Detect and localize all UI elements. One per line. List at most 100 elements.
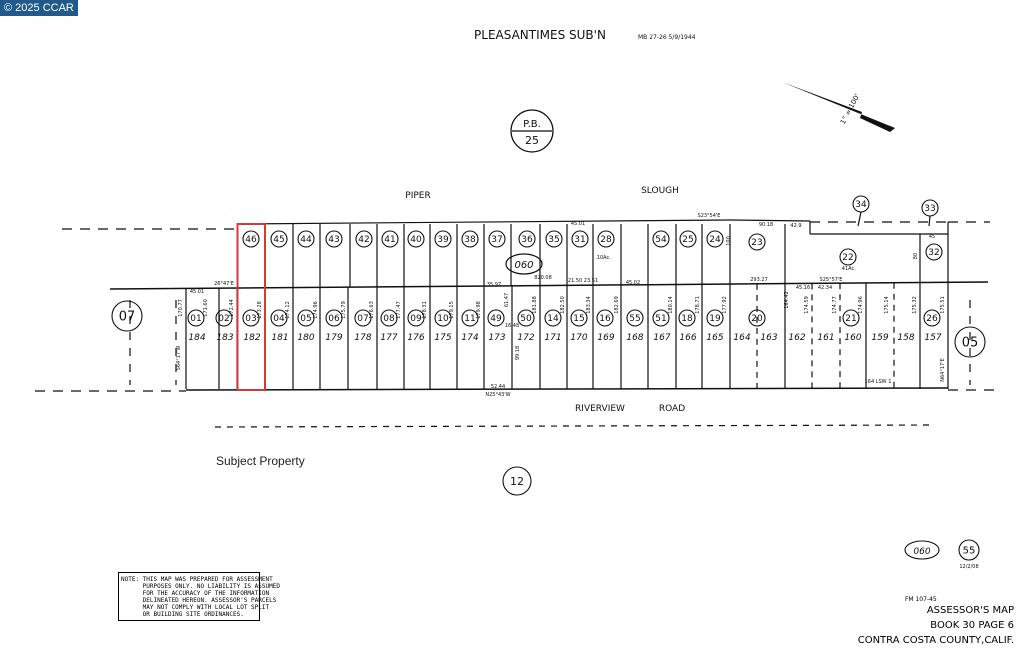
dimension-label: 176.63 xyxy=(369,301,375,319)
dimension-label: 180.14 xyxy=(668,296,674,314)
parcel-number: 10 xyxy=(437,314,449,324)
parcel-number: 37 xyxy=(491,235,502,245)
dimension-label: 174.77 xyxy=(832,296,838,314)
lot-number: 172 xyxy=(517,333,534,343)
parcel-number: 01 xyxy=(190,314,201,324)
street-road: ROAD xyxy=(659,404,685,414)
parcel-number: 07 xyxy=(357,314,368,324)
dimension-label: 170.77 xyxy=(178,299,184,317)
parcel-number: 44 xyxy=(300,235,312,245)
parcel-number: 39 xyxy=(437,235,449,245)
dimension-label: S25°57'E xyxy=(820,277,843,283)
parcel-number: 18 xyxy=(681,314,693,324)
dimension-label: 21.50 23.51 xyxy=(568,278,598,284)
dimension-label: 45.01 xyxy=(571,221,585,227)
parcel-number-circle xyxy=(518,230,536,248)
adjacent-parcel-12: 12 xyxy=(510,475,524,488)
road-centerline-dashed xyxy=(214,424,936,428)
parcel-number: 25 xyxy=(682,235,693,245)
parcel-number-circle xyxy=(706,309,724,327)
parcel-number-circle xyxy=(407,230,425,248)
parcel-number-circle xyxy=(597,230,615,248)
parcel-number-circle xyxy=(187,309,205,327)
dimension-label: 26°47'E xyxy=(214,281,234,287)
leader xyxy=(857,211,862,227)
dimension-label: N25°43'W xyxy=(485,392,510,398)
dimension-label: 182.50 xyxy=(560,296,566,314)
parcel-number-circle xyxy=(571,230,589,248)
lot-number: 169 xyxy=(597,333,614,343)
dimension-label: 99.18 xyxy=(515,346,521,360)
parcel-number-circle xyxy=(706,230,724,248)
footer-date: 12/2/08 xyxy=(959,564,978,570)
lot-number: 165 xyxy=(706,333,723,343)
dimension-label: 173.28 xyxy=(257,301,263,319)
note-line: DELINEATED HEREON. ASSESSOR'S PARCELS xyxy=(121,597,277,604)
parcel-number: 51 xyxy=(655,314,666,324)
parcel-number: 03 xyxy=(245,314,256,324)
dimension-label: 178.71 xyxy=(695,296,701,314)
lot-number: 159 xyxy=(871,333,888,343)
fm-ref: FM 107-45 xyxy=(904,596,937,603)
street-slough: SLOUGH xyxy=(641,186,679,196)
dimension-label: 90.18 xyxy=(759,222,773,228)
parcel-number-circle xyxy=(488,230,506,248)
dimension-label: 164 LSW 1 xyxy=(865,379,892,385)
dimension-label: 174.12 xyxy=(285,301,291,319)
parcel-number: 23 xyxy=(751,238,762,248)
lot-number: 178 xyxy=(354,333,371,343)
parcel-number: 42 xyxy=(358,235,369,245)
lot-number: 177 xyxy=(380,333,397,343)
disclaimer-note: NOTE: THIS MAP WAS PREPARED FOR ASSESSME… xyxy=(118,572,280,621)
street-riverview: RIVERVIEW xyxy=(575,404,625,414)
dimension-label: 179.98 xyxy=(476,301,482,319)
dimension-label: 182.69 xyxy=(614,296,620,314)
piper-slough-line xyxy=(109,281,989,290)
dimension-label: 175.51 xyxy=(940,296,946,314)
parcel-number-circle xyxy=(325,309,343,327)
lot-number: 167 xyxy=(653,333,670,343)
parcel-number-circle xyxy=(461,230,479,248)
lot-number: 162 xyxy=(788,333,805,343)
dimension-label: S23°54'E xyxy=(698,213,721,219)
parcel-number-circle xyxy=(407,309,425,327)
parcel-number-circle xyxy=(626,309,644,327)
lot-number: 184 xyxy=(188,333,205,343)
parcel-number-circle xyxy=(842,309,860,327)
lot-number: 164 xyxy=(733,333,750,343)
lot-number: 163 xyxy=(760,333,777,343)
street-piper: PIPER xyxy=(405,191,430,201)
parcel-number: 41 xyxy=(384,235,395,245)
parcel-number-circle xyxy=(678,309,696,327)
parcel-number-circle xyxy=(544,309,562,327)
adjacent-parcel-33: 33 xyxy=(924,204,935,214)
parcel-number: 36 xyxy=(521,235,533,245)
plat-book-label: P.B. xyxy=(523,119,541,130)
dimension-label: 80 xyxy=(913,253,919,259)
dimension-label: 171.60 xyxy=(203,299,209,317)
parcel-number: 32 xyxy=(928,248,939,258)
adjacent-parcel-05: 05 xyxy=(962,336,979,351)
lot-number: 176 xyxy=(407,333,424,343)
parcel-number: 31 xyxy=(574,235,585,245)
parcel-number: 09 xyxy=(410,314,422,324)
dimension-label: 175.14 xyxy=(884,296,890,314)
lot-number: 158 xyxy=(897,333,914,343)
parcel-number-circle xyxy=(380,309,398,327)
parcel-number: 02 xyxy=(218,314,229,324)
parcel-number: 35 xyxy=(548,235,559,245)
dimension-label: 174.59 xyxy=(804,296,810,314)
scale-label: 1" = 100' xyxy=(839,92,862,125)
block-code: 060 xyxy=(514,260,533,271)
parcel-number-circle xyxy=(517,309,535,327)
dimension-label: 172.44 xyxy=(229,299,235,317)
parcel-number-circle xyxy=(434,230,452,248)
parcel-number-circle xyxy=(215,309,233,327)
dimension-label: 35.97 xyxy=(487,282,501,288)
lot-number: 181 xyxy=(271,333,288,343)
parcel-number-circle xyxy=(381,230,399,248)
dimension-label: 16.48 xyxy=(505,323,519,329)
parcel-number-circle xyxy=(434,309,452,327)
dimension-label: 174.96 xyxy=(858,296,864,314)
parcel-number-circle xyxy=(679,230,697,248)
